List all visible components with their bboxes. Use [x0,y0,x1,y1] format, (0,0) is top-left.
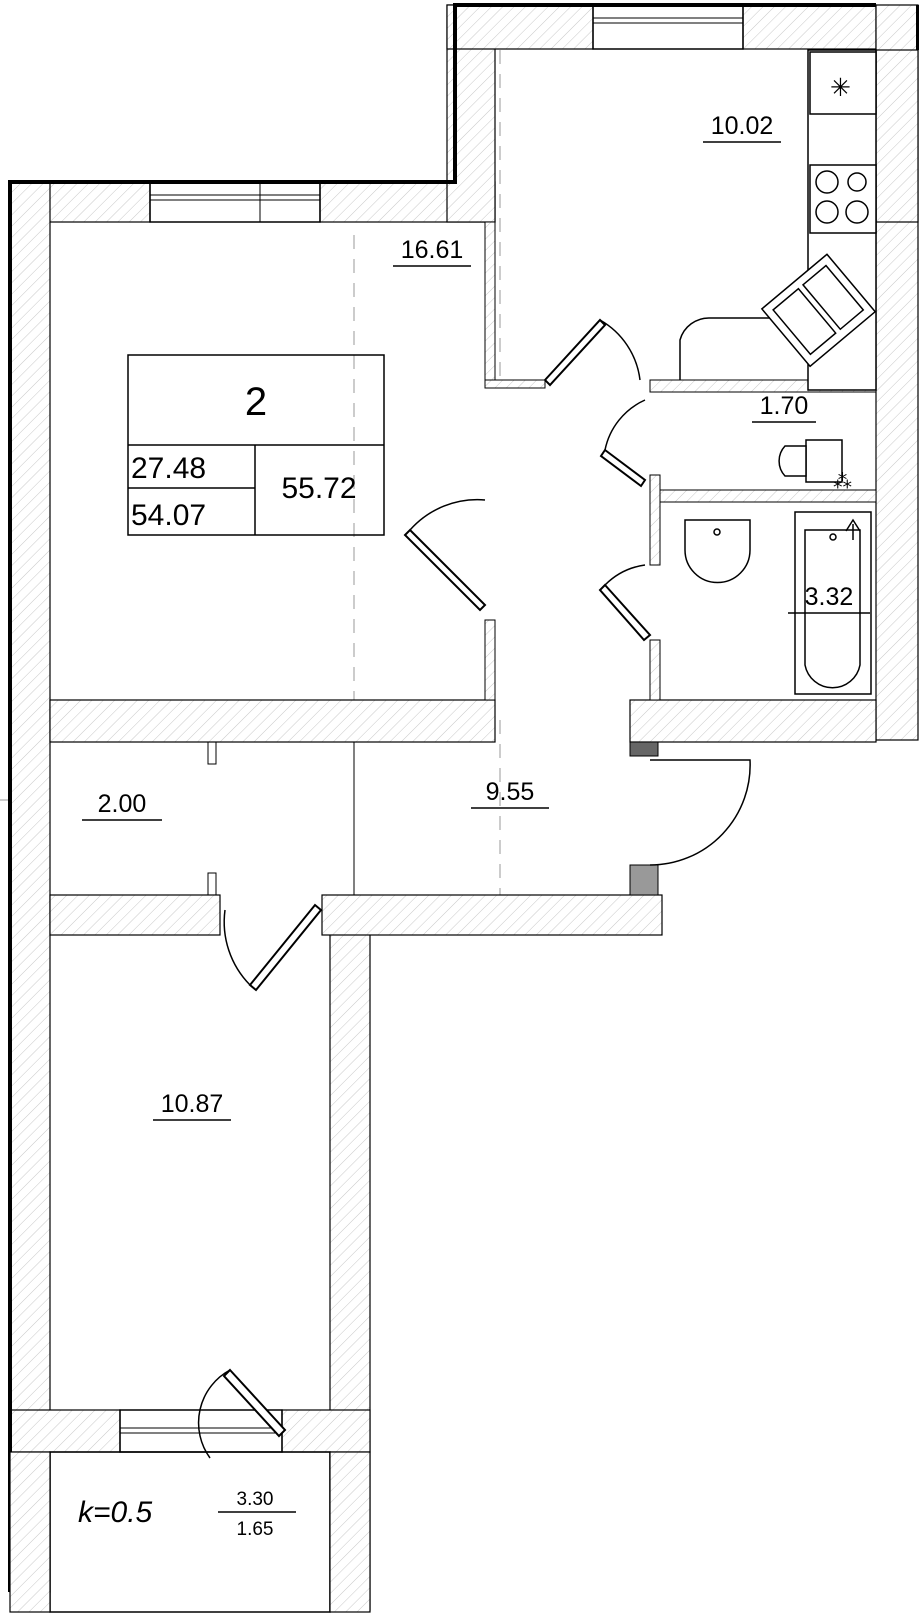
doors [197,318,751,1459]
balcony-coefficient: k=0.5 [78,1496,153,1529]
balcony-labels: k=0.5 3.30 1.65 [78,1489,296,1540]
room-labels: 16.61 10.02 1.70 3.32 9.55 2.00 10.87 [82,112,870,1121]
apartment-summary: 2 27.48 54.07 55.72 [127,354,385,536]
room-label-bedroom: 10.87 [161,1090,224,1118]
room-label-hall: 2.00 [98,790,147,818]
room-label-toilet: 1.70 [760,392,809,420]
living-area: 27.48 [131,452,206,485]
total-area: 55.72 [281,472,356,505]
balcony-area-full: 3.30 [237,1489,274,1510]
wc-fixtures: ⁂ [684,439,872,695]
vent-icon: ⁂ [833,472,852,493]
balcony-outline [49,1451,331,1613]
fridge-icon: ✳ [830,74,851,102]
room-label-living-room: 16.61 [401,236,464,264]
room-label-bathroom: 3.32 [805,583,854,611]
balcony-area-reduced: 1.65 [237,1519,274,1540]
area-without-balcony: 54.07 [131,499,206,532]
interior-walls [49,221,877,936]
room-label-kitchen: 10.02 [711,112,774,140]
rooms-count: 2 [245,380,267,424]
room-label-corridor: 9.55 [486,778,535,806]
axis-lines [0,50,800,915]
kitchen-fixtures: ✳ [679,49,877,391]
